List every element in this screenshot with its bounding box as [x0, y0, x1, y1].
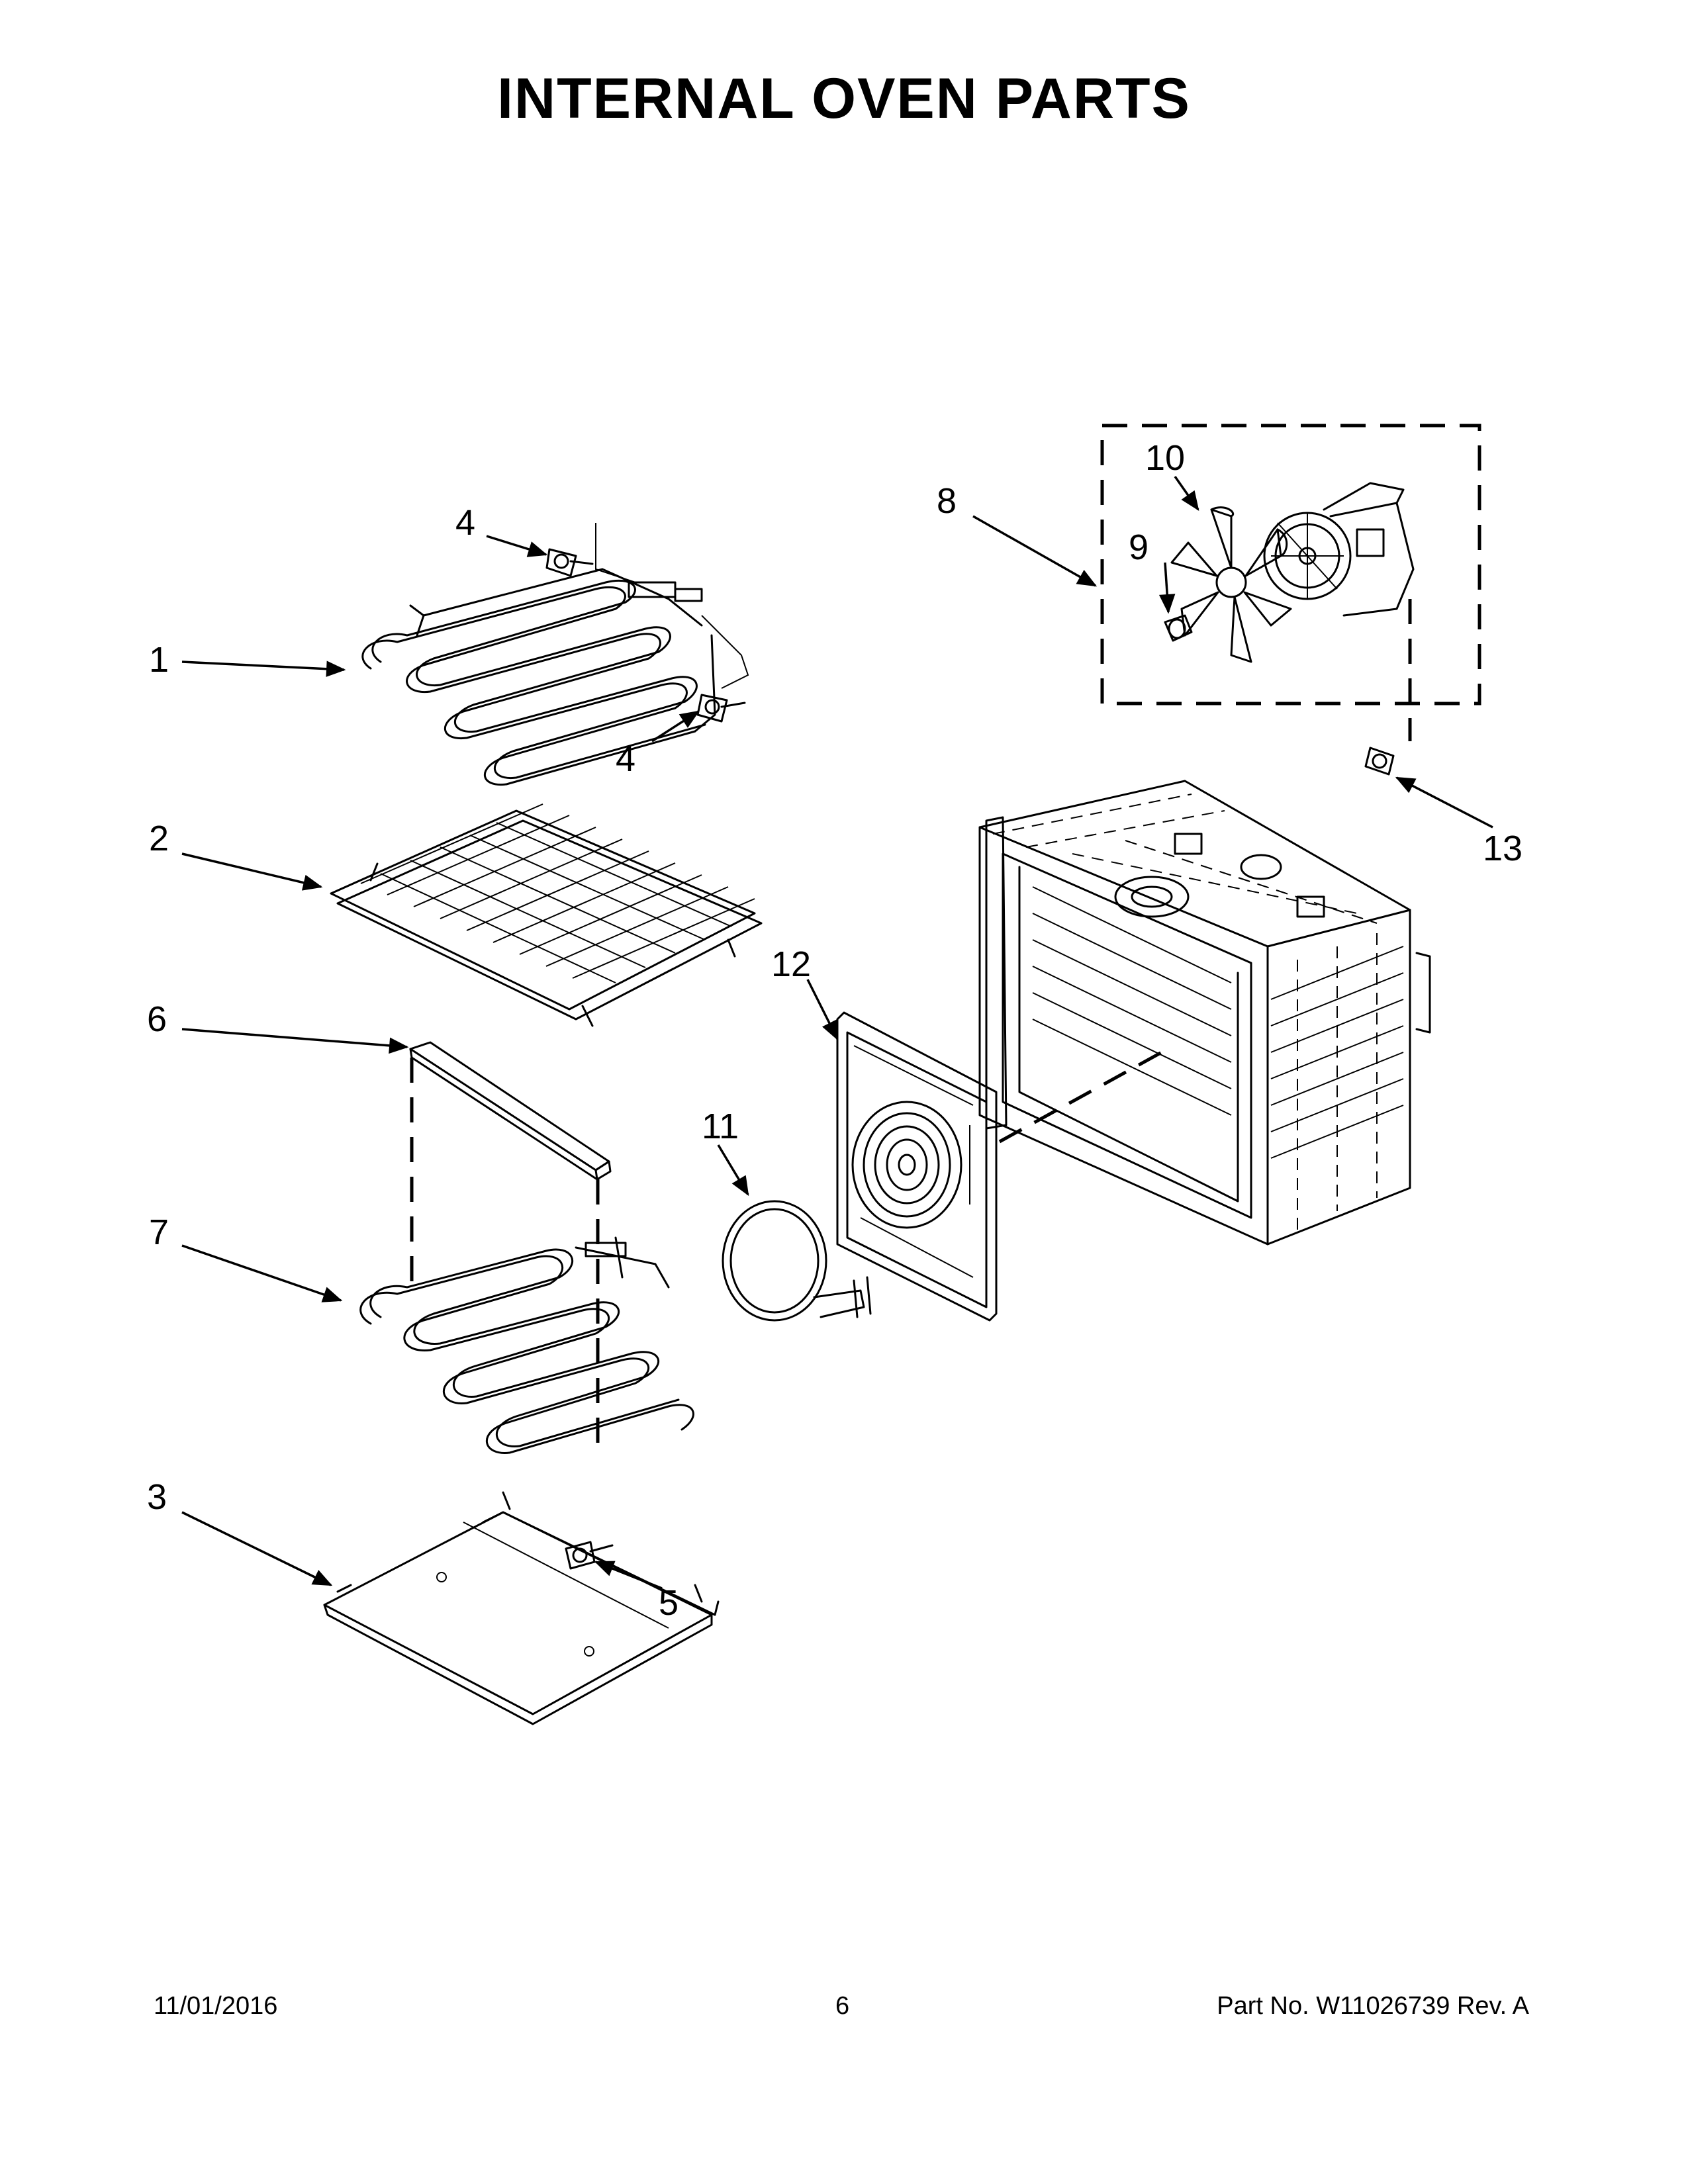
- fan-cover-part-12: [836, 1011, 998, 1322]
- callout-10: 10: [1145, 438, 1185, 478]
- broil-element-part-1: [361, 523, 749, 786]
- callout-13: 13: [1483, 829, 1523, 868]
- callout-2: 2: [149, 819, 169, 858]
- callout-11: 11: [702, 1107, 739, 1146]
- shield-part-6: [409, 1041, 612, 1181]
- assembly-line-12-cavity: [998, 1050, 1163, 1144]
- callout-8: 8: [937, 481, 957, 521]
- callout-6: 6: [147, 999, 167, 1039]
- convection-element-part-11: [722, 1200, 872, 1322]
- footer-part-number: Part No. W11026739 Rev. A: [1217, 1992, 1529, 2020]
- page-title: INTERNAL OVEN PARTS: [497, 67, 1191, 130]
- oven-rack-part-2: [330, 803, 763, 1027]
- callout-4-top: 4: [455, 503, 475, 543]
- bake-element-part-7: [359, 1236, 694, 1454]
- callout-9: 9: [1129, 527, 1149, 567]
- footer-page-number: 6: [835, 1992, 850, 2020]
- callout-5: 5: [659, 1583, 679, 1623]
- callout-1: 1: [149, 640, 169, 680]
- oven-cavity: [978, 780, 1431, 1246]
- convection-assembly-box-part-8: [1100, 424, 1481, 705]
- bottom-panel-part-3: [323, 1491, 720, 1725]
- screw-part-13: [1364, 747, 1395, 776]
- callout-7: 7: [149, 1212, 169, 1252]
- nut-part-9: [1164, 614, 1193, 642]
- screw-part-4a: [545, 548, 594, 577]
- callout-4-bottom: 4: [616, 739, 635, 779]
- fan-blade-part-10: [1170, 506, 1292, 663]
- screw-part-4b: [696, 694, 746, 723]
- convection-motor: [1263, 482, 1415, 617]
- footer-date: 11/01/2016: [154, 1992, 278, 2020]
- callout-12: 12: [771, 944, 811, 984]
- callout-3: 3: [147, 1477, 167, 1517]
- leader-lines: [181, 475, 1493, 1590]
